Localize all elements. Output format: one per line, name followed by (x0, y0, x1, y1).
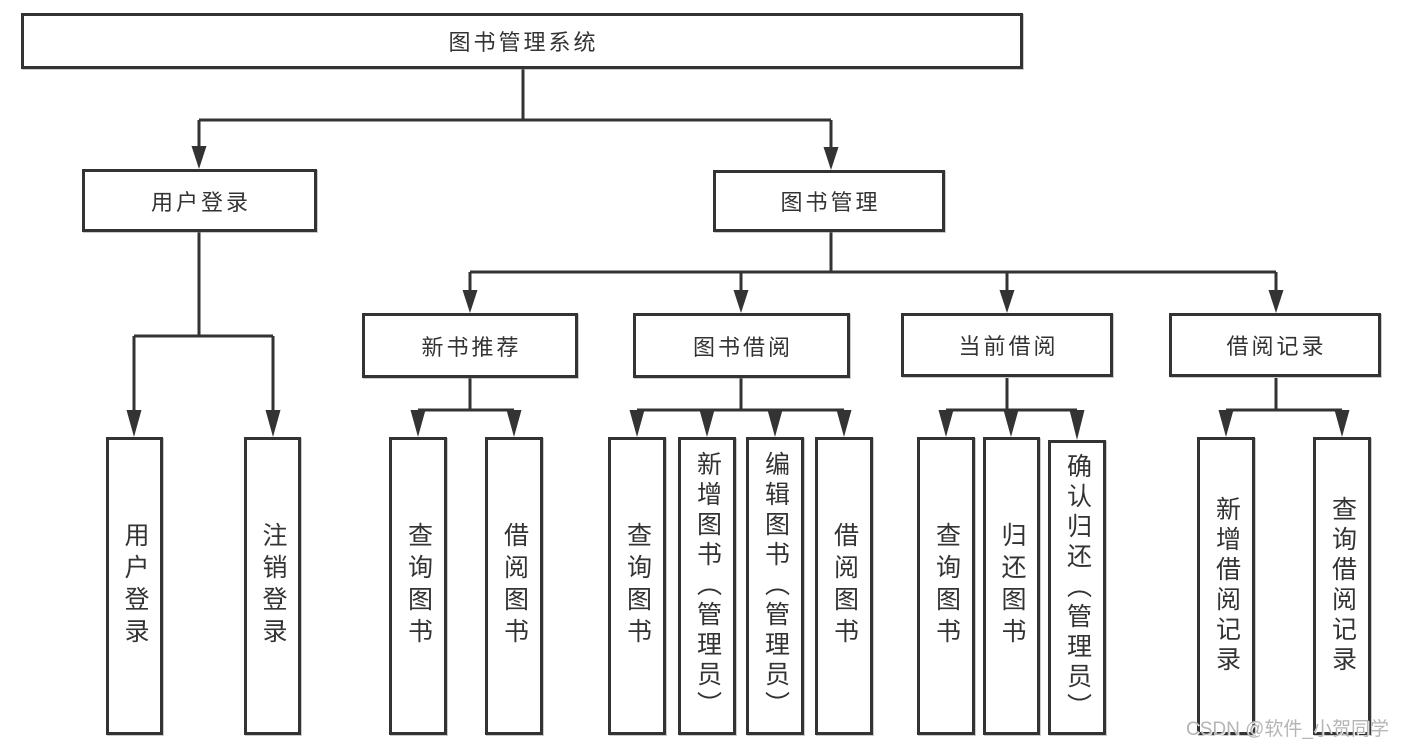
connector-user-login-children (126, 232, 281, 437)
leaf-edit-books-admin: 编辑图书（管理员） (746, 437, 804, 735)
leaf-logout: 注销登录 (244, 437, 301, 735)
leaf-borrow-books-recommend: 借阅图书 (485, 437, 543, 735)
leaf-confirm-return-admin: 确认归还（管理员） (1048, 440, 1106, 735)
connector-borrow-record-children (1218, 378, 1350, 437)
leaf-query-books-borrowing: 查询图书 (608, 437, 666, 735)
connector-current-borrow-children (938, 378, 1085, 440)
node-new-book-recommend: 新书推荐 (362, 313, 578, 378)
node-book-management: 图书管理 (713, 170, 945, 232)
connector-new-book-children (410, 378, 522, 437)
csdn-watermark: CSDN @软件_小贺同学 (1186, 719, 1389, 740)
connector-book-borrow-children (629, 378, 852, 437)
leaf-query-borrow-record: 查询借阅记录 (1313, 437, 1371, 735)
node-borrowing-records: 借阅记录 (1169, 313, 1381, 377)
leaf-return-books: 归还图书 (983, 437, 1040, 735)
node-book-borrowing: 图书借阅 (633, 313, 850, 378)
leaf-query-books-current: 查询图书 (917, 437, 975, 735)
leaf-query-books-recommend: 查询图书 (389, 437, 447, 735)
leaf-user-login: 用户登录 (106, 437, 163, 735)
connector-book-management-children (462, 232, 1284, 313)
node-current-borrowing: 当前借阅 (901, 313, 1113, 377)
leaf-add-books-admin: 新增图书（管理员） (678, 437, 736, 735)
node-root-library-management-system: 图书管理系统 (21, 13, 1023, 69)
leaf-add-borrow-record: 新增借阅记录 (1197, 437, 1255, 735)
node-user-login: 用户登录 (82, 169, 317, 232)
connector-root-to-level2 (191, 69, 839, 170)
leaf-borrow-books: 借阅图书 (815, 437, 873, 735)
